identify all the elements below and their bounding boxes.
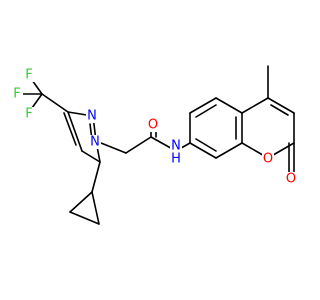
svg-text:O: O: [263, 152, 273, 167]
bond: [31, 93, 43, 109]
bond: [31, 79, 43, 95]
structure-drawing: F F F N N O N H O O: [11, 65, 297, 225]
atom-f1: F: [11, 87, 23, 102]
atom-amide-hydrogen: H: [170, 152, 182, 167]
bond: [69, 211, 100, 225]
bond: [195, 104, 217, 118]
svg-text:N: N: [171, 139, 181, 154]
bond: [91, 161, 101, 193]
bond: [270, 104, 289, 116]
atom-amide-nitrogen: N: [170, 139, 182, 154]
atom-f3: F: [23, 107, 35, 122]
molecule-diagram: F F F N N O N H O O: [11, 65, 297, 225]
svg-text:H: H: [171, 152, 181, 167]
atom-amide-oxygen: O: [147, 118, 159, 133]
bond: [41, 93, 69, 113]
bond: [267, 97, 295, 114]
svg-text:N: N: [87, 109, 97, 124]
bond: [215, 97, 243, 114]
atom-carbonyl-oxygen: O: [285, 172, 297, 187]
bond: [215, 142, 243, 159]
atom-pyrazole-n1: N: [89, 135, 101, 150]
bond: [189, 142, 217, 159]
svg-text:F: F: [13, 87, 20, 102]
svg-text:N: N: [90, 135, 100, 150]
atom-f2: F: [23, 68, 35, 83]
bond: [195, 138, 217, 152]
bond: [81, 150, 101, 163]
atom-ring-oxygen: O: [262, 152, 274, 167]
bond: [67, 111, 83, 152]
svg-text:O: O: [148, 118, 158, 133]
bond: [241, 97, 269, 114]
bond: [91, 191, 100, 225]
bond: [125, 136, 152, 154]
bond: [69, 191, 93, 213]
atom-pyrazole-n2: N: [86, 109, 98, 124]
svg-text:O: O: [286, 172, 296, 187]
bond: [63, 112, 77, 146]
svg-text:F: F: [25, 107, 32, 122]
bond: [189, 97, 217, 114]
svg-text:F: F: [25, 68, 32, 83]
